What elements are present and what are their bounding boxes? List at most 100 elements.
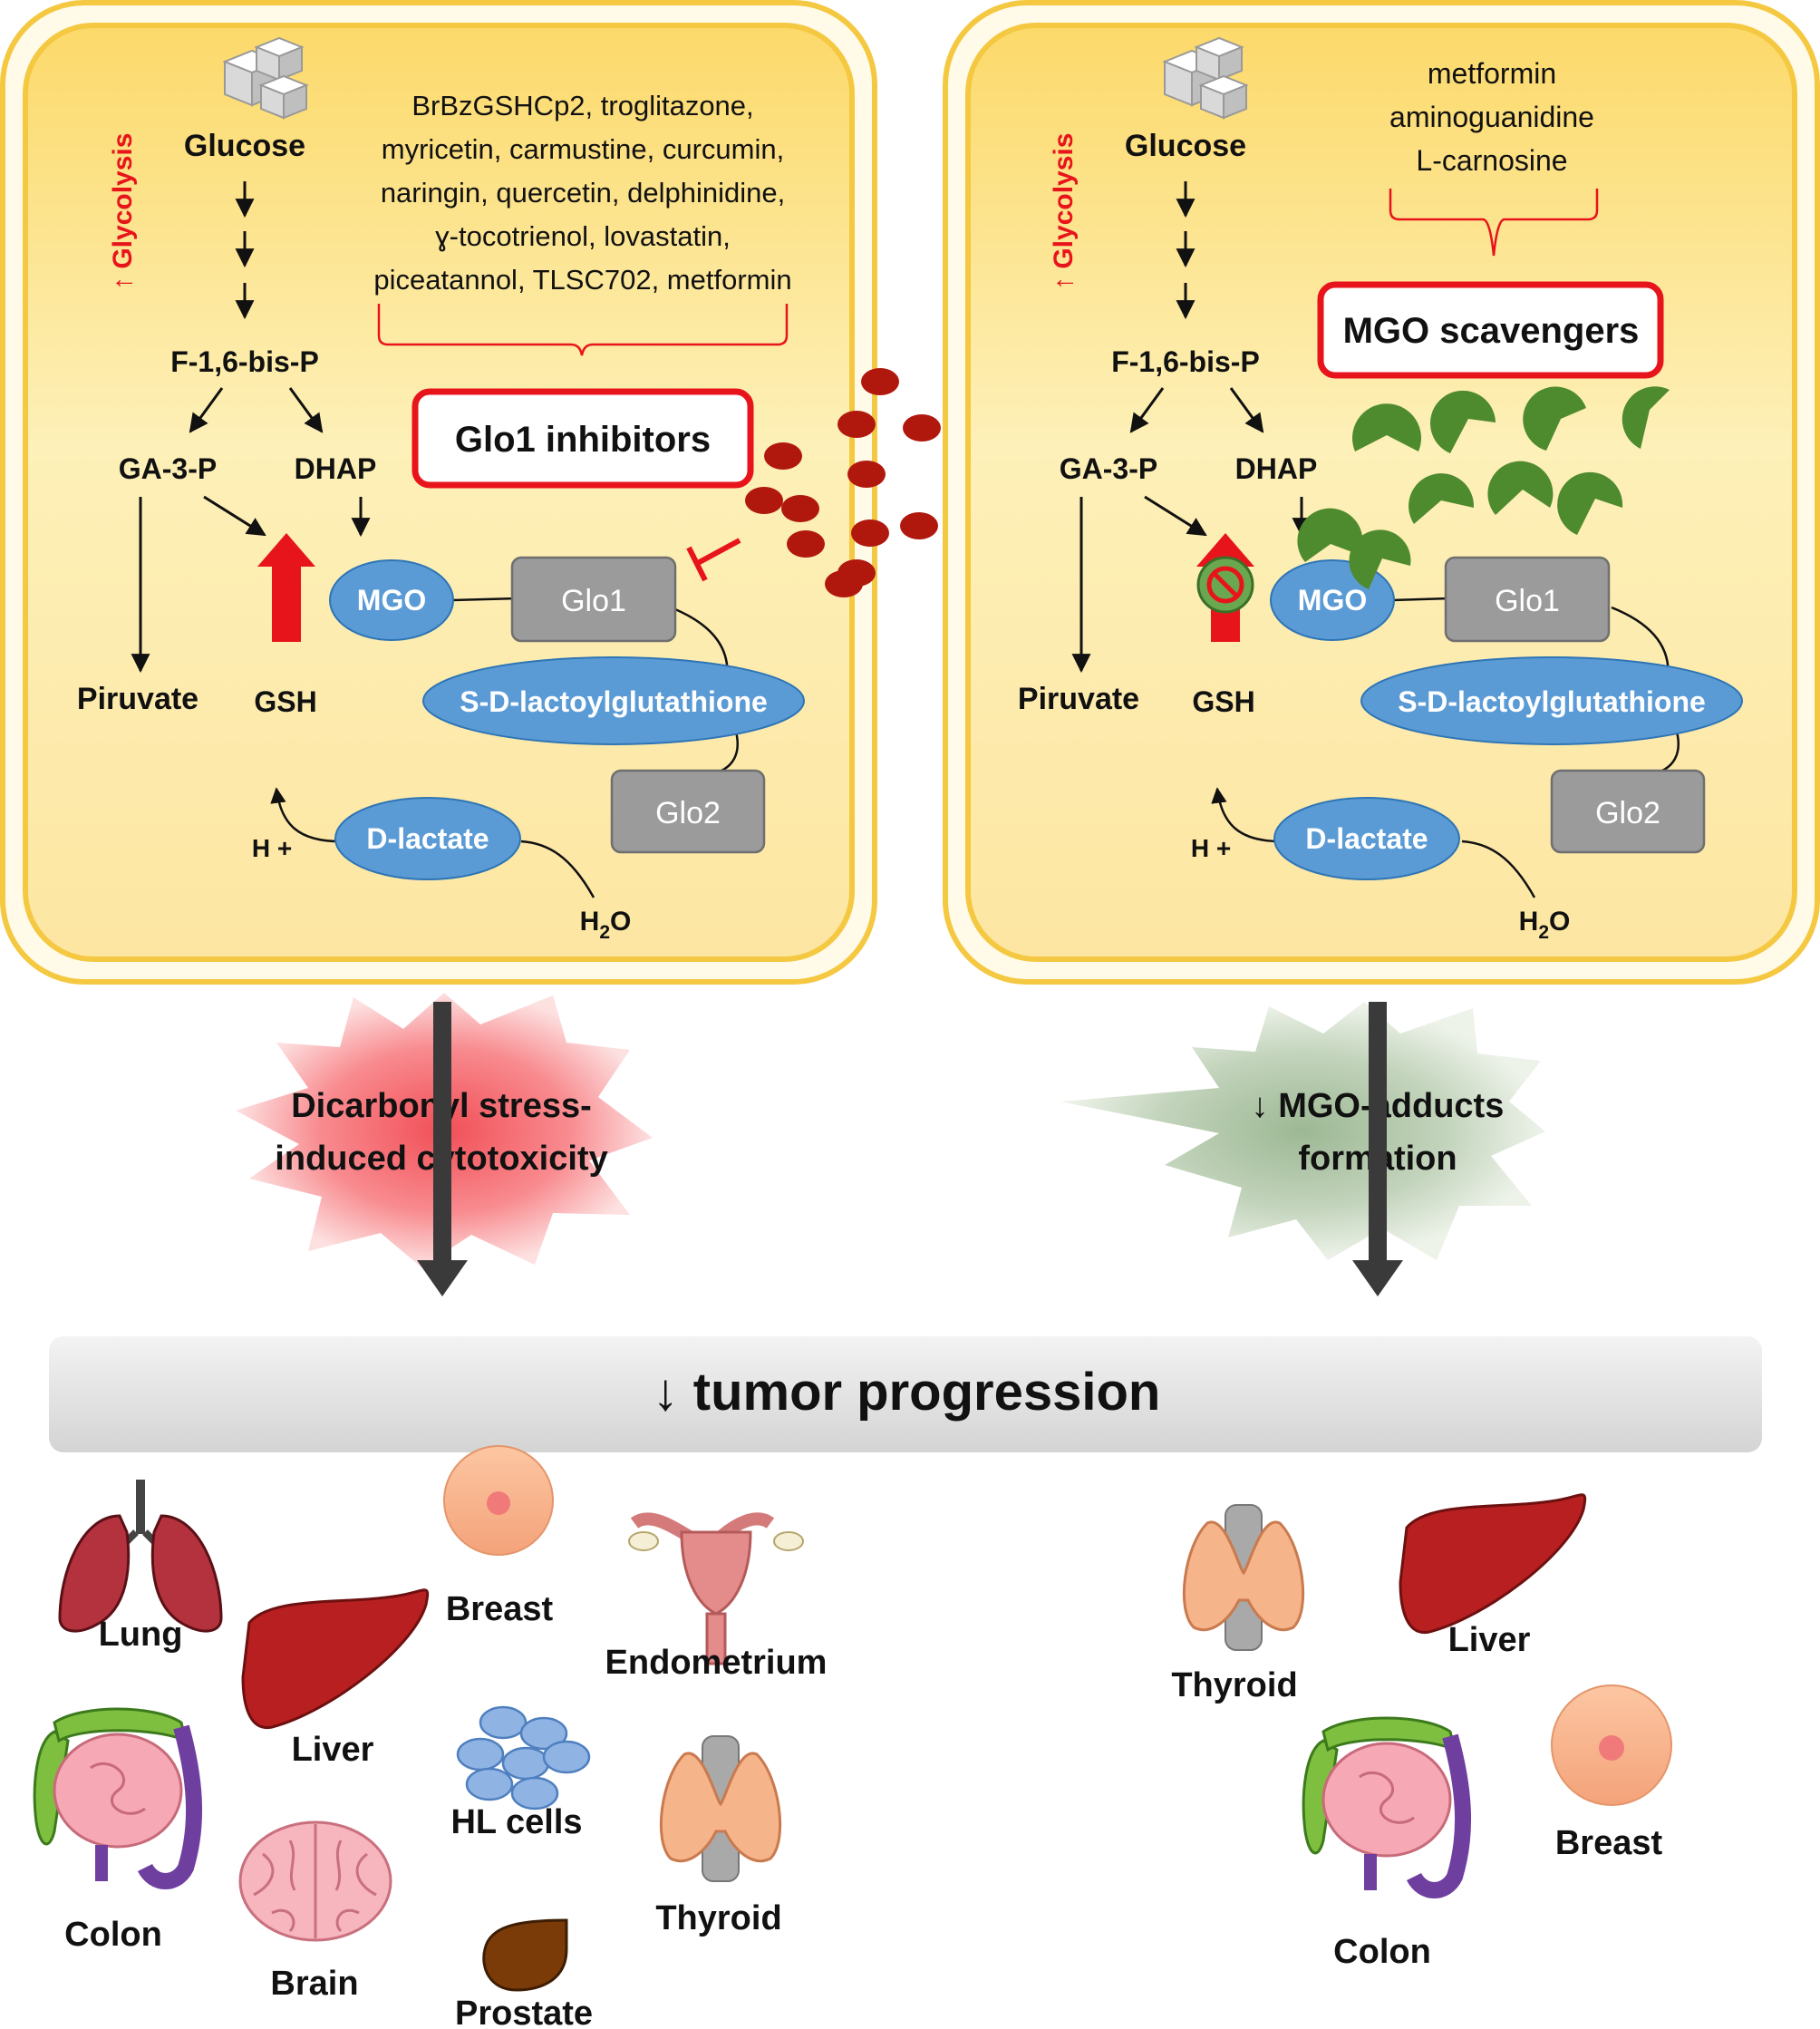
left-drug-bracket <box>377 304 789 356</box>
right-glycolysis-text: ↑ Glycolysis <box>1049 133 1079 290</box>
scavenger-icon <box>1523 386 1586 451</box>
right-outcome-arrow-icon <box>1352 1002 1403 1296</box>
scavenger-icon <box>1487 461 1554 515</box>
left-gsh-label: GSH <box>254 685 316 718</box>
glo1-inhibitors-label: Glo1 inhibitors <box>455 420 711 460</box>
right-colon-label: Colon <box>1333 1933 1431 1971</box>
sugar-cubes-icon <box>222 36 309 120</box>
left-f16bp-label: F-1,6-bis-P <box>170 345 319 378</box>
right-f16bp-label: F-1,6-bis-P <box>1111 345 1260 378</box>
right-ga3p-label: GA-3-P <box>1060 452 1157 485</box>
left-mgo-increase-arrow-icon <box>257 533 315 642</box>
scavenger-icon <box>1622 386 1670 449</box>
right-glo2-box <box>1550 769 1706 854</box>
inhibitor-dot-icon <box>903 414 941 442</box>
right-liver-label: Liver <box>1448 1621 1531 1659</box>
inhibitor-molecules <box>745 368 941 597</box>
left-sdl-node <box>422 656 805 745</box>
left-breast-label: Breast <box>446 1590 554 1628</box>
left-lung-label: Lung <box>99 1616 183 1654</box>
right-cell: Glucose ↑ Glycolysis F-1,6-bis-P GA-3-P … <box>943 0 1820 985</box>
right-mgo-label: MGO <box>1298 584 1367 616</box>
inhibitor-dot-icon <box>787 530 825 558</box>
inhibitor-dot-icon <box>851 519 889 547</box>
scavenger-icon <box>1351 403 1421 451</box>
left-dhap-label: DHAP <box>295 452 377 485</box>
right-drug-line: aminoguanidine <box>1389 101 1594 133</box>
mgo-scavengers-label: MGO scavengers <box>1343 311 1640 351</box>
right-glo1-box <box>1444 556 1611 643</box>
right-glycolysis-label: ↑ Glycolysis <box>1049 133 1079 290</box>
left-breast-icon <box>443 1445 554 1556</box>
left-liver-icon <box>241 1588 430 1729</box>
inhibition-bar-icon <box>686 538 741 582</box>
left-drug-line: piceatannol, TLSC702, metformin <box>373 264 791 296</box>
left-colon-icon <box>33 1707 203 1889</box>
left-drug-line: naringin, quercetin, delphinidine, <box>381 177 785 209</box>
sugar-cubes-icon <box>1162 36 1249 120</box>
scavenger-icon <box>1557 471 1623 535</box>
left-glo1-box <box>510 556 677 643</box>
inhibitor-dot-icon <box>781 495 819 522</box>
left-water-label: H2O <box>580 907 632 943</box>
left-split-arrows <box>189 387 324 433</box>
left-piruvate-label: Piruvate <box>77 682 198 716</box>
left-glo2-box <box>610 769 766 854</box>
left-cell: Glucose ↑ Glycolysis F-1,6-bis-P GA-3-P … <box>0 0 877 985</box>
left-glycolysis-label: ↑ Glycolysis <box>108 133 138 290</box>
right-sdl-node <box>1360 656 1743 745</box>
right-thyroid-icon <box>1182 1504 1305 1651</box>
left-thyroid-label: Thyroid <box>655 1899 781 1937</box>
right-piruvate-label: Piruvate <box>1018 682 1139 716</box>
scavenger-icon <box>1430 390 1496 453</box>
right-hplus-label: H + <box>1191 834 1231 862</box>
left-glycolysis-text: ↑ Glycolysis <box>108 133 138 290</box>
right-liver-icon <box>1399 1493 1587 1634</box>
left-outcome-arrow-icon <box>417 1002 468 1296</box>
left-drug-line: BrBzGSHCp2, troglitazone, <box>411 90 753 121</box>
left-pathway-arrows <box>131 495 371 674</box>
endometrium-icon <box>628 1512 804 1665</box>
right-water-h: H <box>1519 907 1539 937</box>
inhibitor-dot-icon <box>861 368 899 395</box>
right-dhap-label: DHAP <box>1235 452 1318 485</box>
left-drug-list: BrBzGSHCp2, troglitazone, myricetin, car… <box>373 90 791 296</box>
left-glo1-label: Glo1 <box>561 584 626 618</box>
right-drug-bracket <box>1389 189 1599 257</box>
tumor-progression-label: ↓ tumor progression <box>653 1363 1161 1422</box>
left-dlactate-node <box>334 797 521 880</box>
right-glycolysis-word: Glycolysis <box>1049 133 1079 269</box>
scavenger-icon <box>1409 473 1475 524</box>
right-thyroid-label: Thyroid <box>1171 1666 1297 1704</box>
left-water-h: H <box>580 907 600 937</box>
scavenger-icon <box>1297 508 1363 562</box>
left-prostate-label: Prostate <box>455 1995 593 2029</box>
inhibitor-dot-icon <box>825 570 863 597</box>
inhibitor-dot-icon <box>837 411 876 438</box>
glo1-inhibitors-box <box>411 388 754 489</box>
right-glucose-label: Glucose <box>1125 129 1246 163</box>
inhibitor-dot-icon <box>764 442 802 470</box>
mgo-adducts-burst <box>1060 1002 1545 1260</box>
right-breast-label: Breast <box>1555 1824 1663 1862</box>
right-drug-line: metformin <box>1428 57 1556 90</box>
right-water-o: O <box>1549 907 1570 937</box>
right-water-label: H2O <box>1519 907 1571 943</box>
right-drug-list: metformin aminoguanidine L-carnosine <box>1389 57 1594 177</box>
left-drug-line: ɣ-tocotrienol, lovastatin, <box>435 220 731 252</box>
tumor-progression-banner <box>49 1336 1762 1452</box>
right-glo1-label: Glo1 <box>1495 584 1560 618</box>
scavenger-icon <box>1349 529 1411 589</box>
left-glucose-label: Glucose <box>184 129 305 163</box>
left-liver-label: Liver <box>292 1731 374 1769</box>
left-sdl-label: S-D-lactoylglutathione <box>460 685 768 718</box>
right-colon-icon <box>1302 1716 1472 1898</box>
scavenger-molecules <box>1297 386 1670 589</box>
prohibited-icon <box>1196 556 1254 614</box>
inhibitor-dot-icon <box>900 512 938 539</box>
right-water-sub: 2 <box>1538 922 1549 943</box>
right-drug-line: L-carnosine <box>1416 144 1567 177</box>
left-drug-line: myricetin, carmustine, curcumin, <box>382 133 784 165</box>
left-dlactate-label: D-lactate <box>366 822 489 855</box>
